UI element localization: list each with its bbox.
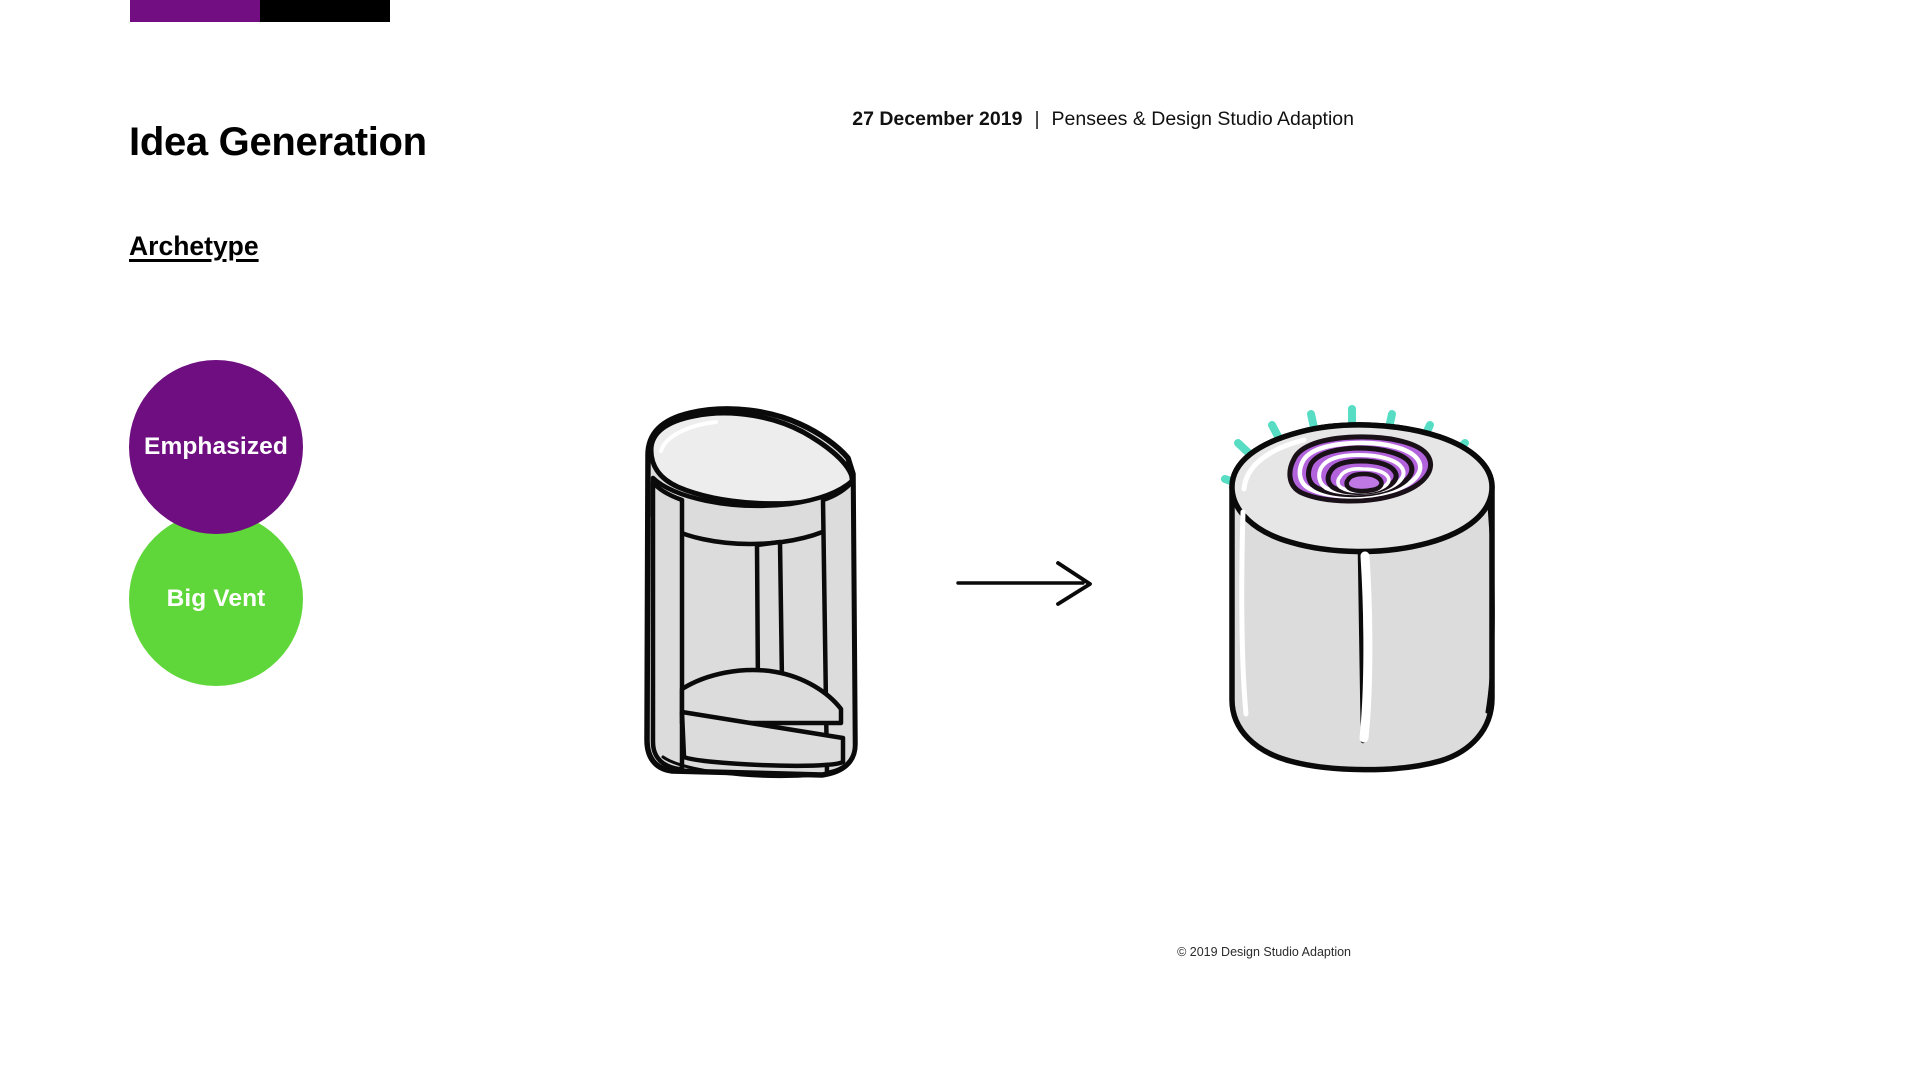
vent-plate bbox=[1287, 434, 1433, 504]
vent-ring bbox=[1317, 453, 1406, 496]
left-sketch-right-post bbox=[820, 478, 858, 776]
left-sketch-triangular-prism bbox=[644, 406, 858, 779]
glow-ray bbox=[1437, 500, 1464, 517]
section-heading-archetype: Archetype bbox=[129, 231, 259, 261]
vent-ring bbox=[1325, 458, 1399, 495]
glow-ray bbox=[1452, 475, 1482, 491]
right-sketch-left-highlight bbox=[1239, 509, 1249, 717]
tag-circle-emphasized: Emphasized bbox=[129, 360, 303, 534]
glow-ray bbox=[1416, 421, 1434, 450]
meta-organization: Pensees & Design Studio Adaption bbox=[1051, 108, 1354, 130]
page-title: Idea Generation bbox=[129, 120, 427, 164]
footer-copyright: © 2019 Design Studio Adaption bbox=[1177, 945, 1351, 959]
glow-ray bbox=[1444, 439, 1469, 463]
right-sketch-top-glint bbox=[1241, 437, 1307, 492]
glow-ray bbox=[1307, 410, 1320, 441]
archetype-tag-group: Big Vent Emphasized bbox=[129, 360, 303, 686]
vent-concentric-rings bbox=[1287, 434, 1433, 504]
brand-bar-purple-segment bbox=[130, 0, 260, 22]
meta-separator: | bbox=[1034, 108, 1040, 130]
left-sketch-base-panel bbox=[679, 709, 846, 769]
brand-bar-black-segment bbox=[260, 0, 390, 22]
brand-bar bbox=[130, 0, 390, 22]
left-sketch-left-post bbox=[650, 479, 685, 772]
glow-ray bbox=[1326, 514, 1339, 542]
glow-ray bbox=[1366, 514, 1379, 542]
glow-ray bbox=[1268, 421, 1287, 450]
right-sketch-rounded-box bbox=[1221, 405, 1495, 773]
vent-ring bbox=[1336, 467, 1391, 494]
left-sketch-center-post bbox=[754, 539, 785, 696]
glow-ray bbox=[1279, 509, 1299, 535]
glow-ray bbox=[1383, 410, 1396, 441]
tag-label-big-vent: Big Vent bbox=[166, 585, 266, 612]
vent-glow-rays bbox=[1221, 405, 1482, 542]
left-sketch-bottom-doubling bbox=[661, 755, 836, 779]
vent-ring bbox=[1297, 440, 1423, 499]
transformation-arrow bbox=[956, 561, 1092, 606]
left-sketch-base-shelf bbox=[679, 667, 844, 726]
right-sketch-right-doubling bbox=[1485, 504, 1495, 714]
meta-date: 27 December 2019 bbox=[852, 108, 1023, 130]
glow-ray bbox=[1221, 475, 1251, 491]
right-sketch-body-highlight bbox=[1359, 551, 1373, 743]
right-sketch-body-silhouette bbox=[1229, 422, 1495, 773]
glow-ray bbox=[1239, 500, 1266, 517]
left-sketch-body-silhouette bbox=[644, 406, 858, 778]
tag-label-emphasized: Emphasized bbox=[144, 433, 288, 460]
left-sketch-top-highlight bbox=[659, 420, 718, 453]
vent-core bbox=[1344, 471, 1384, 494]
vent-ring bbox=[1306, 445, 1415, 498]
arrow-head bbox=[1056, 561, 1092, 606]
left-sketch-top-face bbox=[648, 410, 855, 507]
glow-ray bbox=[1234, 439, 1259, 463]
left-sketch-upper-band bbox=[650, 475, 856, 547]
tag-circle-big-vent: Big Vent bbox=[129, 512, 303, 686]
right-sketch-front-edge bbox=[1357, 550, 1366, 744]
right-sketch-top-face bbox=[1229, 422, 1495, 555]
slide-meta: 27 December 2019 | Pensees & Design Stud… bbox=[852, 108, 1354, 131]
glow-ray bbox=[1404, 509, 1424, 535]
